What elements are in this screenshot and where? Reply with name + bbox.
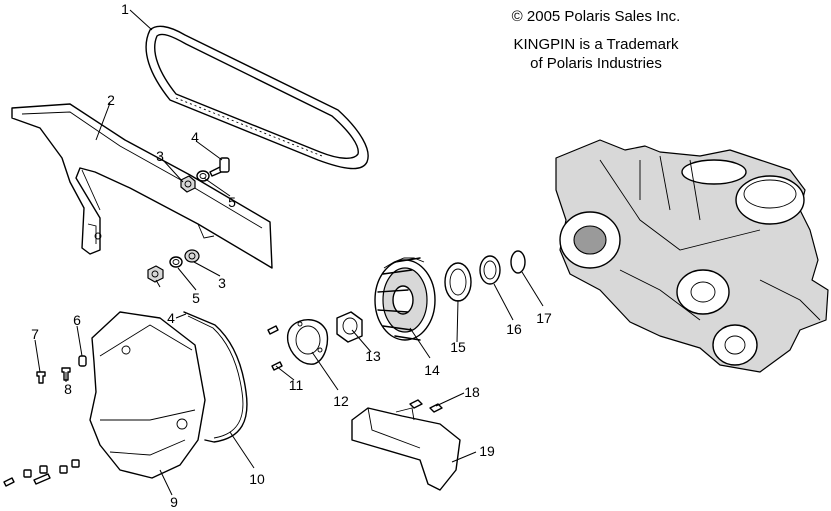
callout-9: 9 [170, 494, 178, 510]
bearings-and-seals [444, 250, 526, 302]
callout-5-upper: 5 [228, 194, 236, 210]
belt-guard [11, 103, 273, 269]
callout-10: 10 [249, 471, 265, 487]
lower-hardware [147, 249, 200, 283]
callout-4-upper: 4 [191, 129, 199, 145]
engine-assembly [555, 139, 829, 373]
callout-2: 2 [107, 92, 115, 108]
callout-17: 17 [536, 310, 552, 326]
copyright-notice: © 2005 Polaris Sales Inc. KINGPIN is a T… [488, 7, 704, 73]
callout-1: 1 [121, 1, 129, 17]
cover-seal [183, 311, 248, 443]
inner-cover [89, 311, 206, 479]
leader-lines [34, 9, 544, 496]
drive-gear [374, 257, 436, 341]
drive-belt [145, 25, 369, 170]
callout-15: 15 [450, 339, 466, 355]
callout-14: 14 [424, 362, 440, 378]
copyright-line: © 2005 Polaris Sales Inc. [511, 8, 681, 25]
upper-hardware [180, 157, 230, 193]
retainer-plate-and-nut [267, 311, 363, 371]
trademark-line-2: of Polaris Industries [530, 55, 662, 72]
callout-3-lower: 3 [218, 275, 226, 291]
callout-18: 18 [464, 384, 480, 400]
callout-19: 19 [479, 443, 495, 459]
callout-6: 6 [73, 312, 81, 328]
callout-5-lower: 5 [192, 290, 200, 306]
callout-12: 12 [333, 393, 349, 409]
callout-16: 16 [506, 321, 522, 337]
callout-11: 11 [288, 377, 304, 393]
callout-13: 13 [365, 348, 381, 364]
callout-4-lower: 4 [167, 310, 175, 326]
callout-3-upper: 3 [156, 148, 164, 164]
skid-plate [351, 399, 461, 491]
callout-8: 8 [64, 381, 72, 397]
trademark-line-1: KINGPIN is a Trademark [513, 36, 679, 53]
small-fasteners [3, 355, 87, 487]
callout-7: 7 [31, 326, 39, 342]
